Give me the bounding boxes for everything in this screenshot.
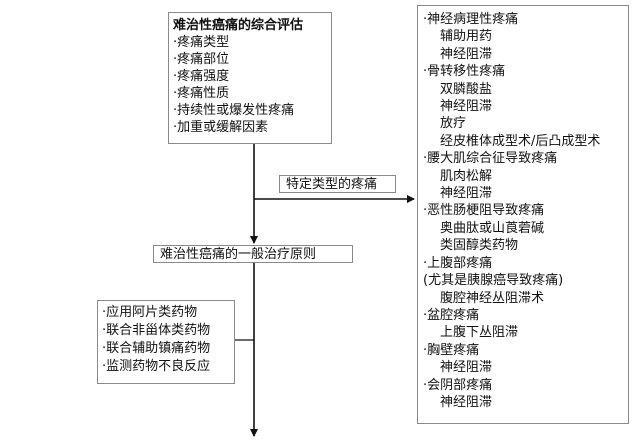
drug-principle-item: ·联合非甾体类药物 [102, 323, 211, 338]
pain-treatment-item: 双膦酸盐 [440, 81, 493, 97]
pain-type-item: ·胸壁疼痛 [423, 342, 480, 358]
assessment-item: ·疼痛部位 [173, 52, 230, 67]
pain-treatment-item: 神经阻滞 [440, 394, 493, 410]
pain-type-item: (尤其是胰腺癌导致疼痛) [423, 273, 564, 289]
drug-principle-item: ·应用阿片类药物 [102, 305, 198, 320]
pain-treatment-item: 神经阻滞 [440, 186, 493, 202]
pain-type-item: ·神经病理性疼痛 [423, 12, 519, 27]
pain-type-item: ·腰大肌综合征导致疼痛 [423, 151, 558, 167]
assessment-item: ·加重或缓解因素 [173, 120, 269, 135]
pain-types-box: ·神经病理性疼痛辅助用药神经阻滞·骨转移性疼痛双膦酸盐神经阻滞放疗经皮椎体成型术… [417, 5, 629, 424]
pain-treatment-item: 腹腔神经丛阻滞术 [440, 290, 545, 306]
pain-treatment-item: 放疗 [440, 116, 467, 132]
pain-treatment-item: 上腹下丛阻滞 [440, 325, 519, 341]
pain-treatment-item: 神经阻滞 [440, 99, 493, 115]
drug-principle-item: ·监测药物不良反应 [102, 359, 211, 374]
pain-treatment-item: 神经阻滞 [440, 360, 493, 376]
treatment-principle-box: 难治性癌痛的一般治疗原则 [153, 245, 353, 263]
comprehensive-assessment-box: 难治性癌痛的综合评估 ·疼痛类型 ·疼痛部位 ·疼痛强度 ·疼痛性质 ·持续性或… [168, 12, 332, 144]
assessment-title: 难治性癌痛的综合评估 [173, 18, 304, 33]
special-pain-label-box: 特定类型的疼痛 [279, 175, 396, 193]
special-pain-label: 特定类型的疼痛 [286, 177, 378, 192]
pain-treatment-item: 肌肉松解 [440, 168, 493, 184]
pain-type-item: ·上腹部疼痛 [423, 255, 493, 271]
pain-treatment-item: 神经阻滞 [440, 46, 493, 62]
treatment-principle-label: 难治性癌痛的一般治疗原则 [160, 247, 317, 262]
assessment-item: ·疼痛性质 [173, 86, 230, 101]
pain-treatment-item: 经皮椎体成型术/后凸成型术 [440, 133, 601, 149]
pain-type-item: ·骨转移性疼痛 [423, 64, 506, 80]
pain-treatment-item: 类固醇类药物 [440, 238, 519, 254]
drug-principle-item: ·联合辅助镇痛药物 [102, 341, 211, 356]
assessment-item: ·疼痛类型 [173, 35, 230, 50]
pain-treatment-item: 奥曲肽或山莨菪碱 [440, 220, 545, 236]
pain-type-item: ·恶性肠梗阻导致疼痛 [423, 203, 545, 219]
pain-treatment-item: 辅助用药 [440, 29, 493, 45]
drug-principles-box: ·应用阿片类药物 ·联合非甾体类药物 ·联合辅助镇痛药物 ·监测药物不良反应 [97, 300, 235, 384]
assessment-item: ·疼痛强度 [173, 69, 230, 84]
pain-type-item: ·盆腔疼痛 [423, 307, 480, 323]
pain-type-item: ·会阴部疼痛 [423, 377, 493, 393]
assessment-item: ·持续性或爆发性疼痛 [173, 103, 295, 118]
